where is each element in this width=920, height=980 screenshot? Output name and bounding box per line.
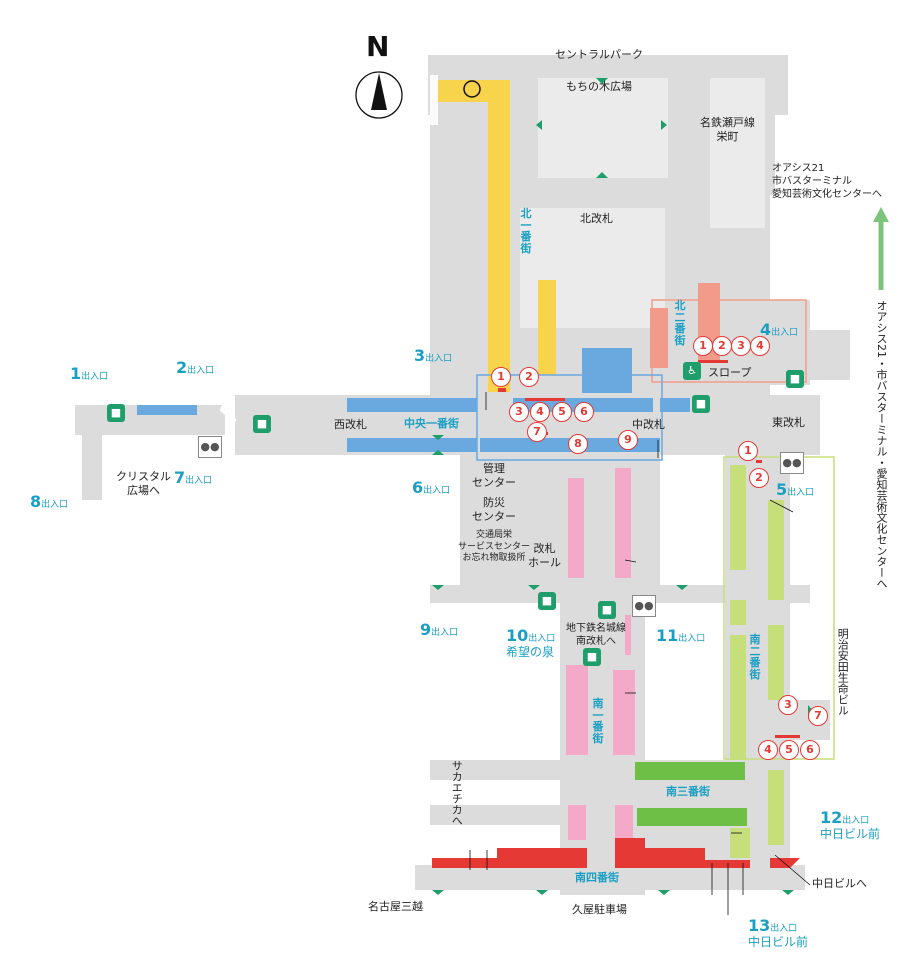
label-meijo-line: 地下鉄名城線 南改札へ <box>566 623 626 647</box>
toilet-icon: ●● <box>198 436 222 458</box>
elevator-icon: ■ <box>692 395 710 413</box>
elevator-icon: ■ <box>538 592 556 610</box>
badge-north-2: 2 <box>519 367 539 387</box>
exit-3[interactable]: 3出入口 <box>414 346 453 365</box>
label-central-park: セントラルパーク <box>555 48 643 61</box>
exit-7[interactable]: 7出入口 <box>174 468 213 487</box>
label-kanri: 管理 センター <box>472 462 516 490</box>
exit-4[interactable]: 4出入口 <box>760 320 799 339</box>
badge-center-5: 5 <box>552 402 572 422</box>
label-koutsu: 交通局栄 サービスセンター お忘れ物取扱所 <box>458 530 531 564</box>
badge-north-1: 1 <box>491 367 511 387</box>
badge-center-9: 9 <box>618 430 638 450</box>
elevator-icon: ■ <box>253 415 271 433</box>
badge-kita-2: 2 <box>712 336 732 356</box>
label-chunichi-to: 中日ビルへ <box>812 877 867 890</box>
toilet-icon: ●● <box>632 595 656 617</box>
badge-kita-3: 3 <box>731 336 751 356</box>
area-minami-yonban: 南四番街 <box>575 871 619 884</box>
badge-center-6: 6 <box>574 402 594 422</box>
badge-center-3: 3 <box>509 402 529 422</box>
badge-south-7: 7 <box>808 706 828 726</box>
label-oasis: オアシス21 市バスターミナル 愛知芸術文化センターへ <box>772 163 882 200</box>
elevator-icon: ■ <box>598 601 616 619</box>
badge-south-3: 3 <box>778 695 798 715</box>
elevator-icon: ■ <box>786 370 804 388</box>
area-minami-sanban: 南三番街 <box>666 785 710 798</box>
label-meitetsu: 名鉄瀬戸線 栄町 <box>700 116 755 144</box>
label-sakaechika: サカエチカへ <box>450 760 464 826</box>
area-minami-niban: 南二番街 <box>749 633 761 681</box>
label-mitsukoshi: 名古屋三越 <box>368 900 423 913</box>
label-slope: スロープ <box>708 366 752 379</box>
exit-1[interactable]: 1出入口 <box>70 364 109 383</box>
toilet-icon: ●● <box>780 452 804 474</box>
exit-11[interactable]: 11出入口 <box>656 626 706 645</box>
badge-south-4: 4 <box>758 740 778 760</box>
exit-6[interactable]: 6出入口 <box>412 478 451 497</box>
accessible-icon: ♿ <box>683 362 701 380</box>
badge-south-6: 6 <box>800 740 820 760</box>
badge-south-5: 5 <box>779 740 799 760</box>
north-indicator: N <box>366 30 390 63</box>
label-kuya-parking: 久屋駐車場 <box>572 903 627 916</box>
label-bousai: 防災 センター <box>472 496 516 524</box>
area-kita-ichiban: 北一番街 <box>520 207 532 255</box>
elevator-icon: ■ <box>107 404 125 422</box>
area-chuo-ichiban: 中央一番街 <box>404 417 459 430</box>
badge-center-8: 8 <box>568 434 588 454</box>
badge-center-4: 4 <box>530 402 550 422</box>
exit-2[interactable]: 2出入口 <box>176 358 215 377</box>
label-mochinoki: もちの木広場 <box>566 80 632 93</box>
exit-12[interactable]: 12出入口中日ビル前 <box>820 808 881 841</box>
label-kaisatsu-hall: 改札 ホール <box>528 542 561 570</box>
exit-5[interactable]: 5出入口 <box>776 480 815 499</box>
area-minami-ichiban: 南一番街 <box>592 697 604 745</box>
area-kita-niban: 北二番街 <box>674 299 686 347</box>
label-nishi-gate: 西改札 <box>334 418 367 431</box>
label-crystal: クリスタル 広場へ <box>116 470 171 498</box>
label-oasis-vertical: オアシス21・市バスターミナル・愛知芸術文化センターへ <box>875 300 888 589</box>
label-kita-gate: 北改札 <box>580 212 613 225</box>
exit-13[interactable]: 13出入口中日ビル前 <box>748 916 809 949</box>
badge-east-2: 2 <box>749 468 769 488</box>
label-naka-gate: 中改札 <box>632 418 665 431</box>
badge-center-7: 7 <box>527 422 547 442</box>
badge-east-1: 1 <box>738 441 758 461</box>
exit-8[interactable]: 8出入口 <box>30 492 69 511</box>
label-meiji-yasuda: 明治安田生命ビル <box>836 628 850 716</box>
badge-kita-4: 4 <box>750 336 770 356</box>
label-higashi-gate: 東改札 <box>772 416 805 429</box>
elevator-icon: ■ <box>583 648 601 666</box>
badge-kita-1: 1 <box>693 336 713 356</box>
exit-9[interactable]: 9出入口 <box>420 620 459 639</box>
exit-10[interactable]: 10出入口希望の泉 <box>506 626 556 659</box>
